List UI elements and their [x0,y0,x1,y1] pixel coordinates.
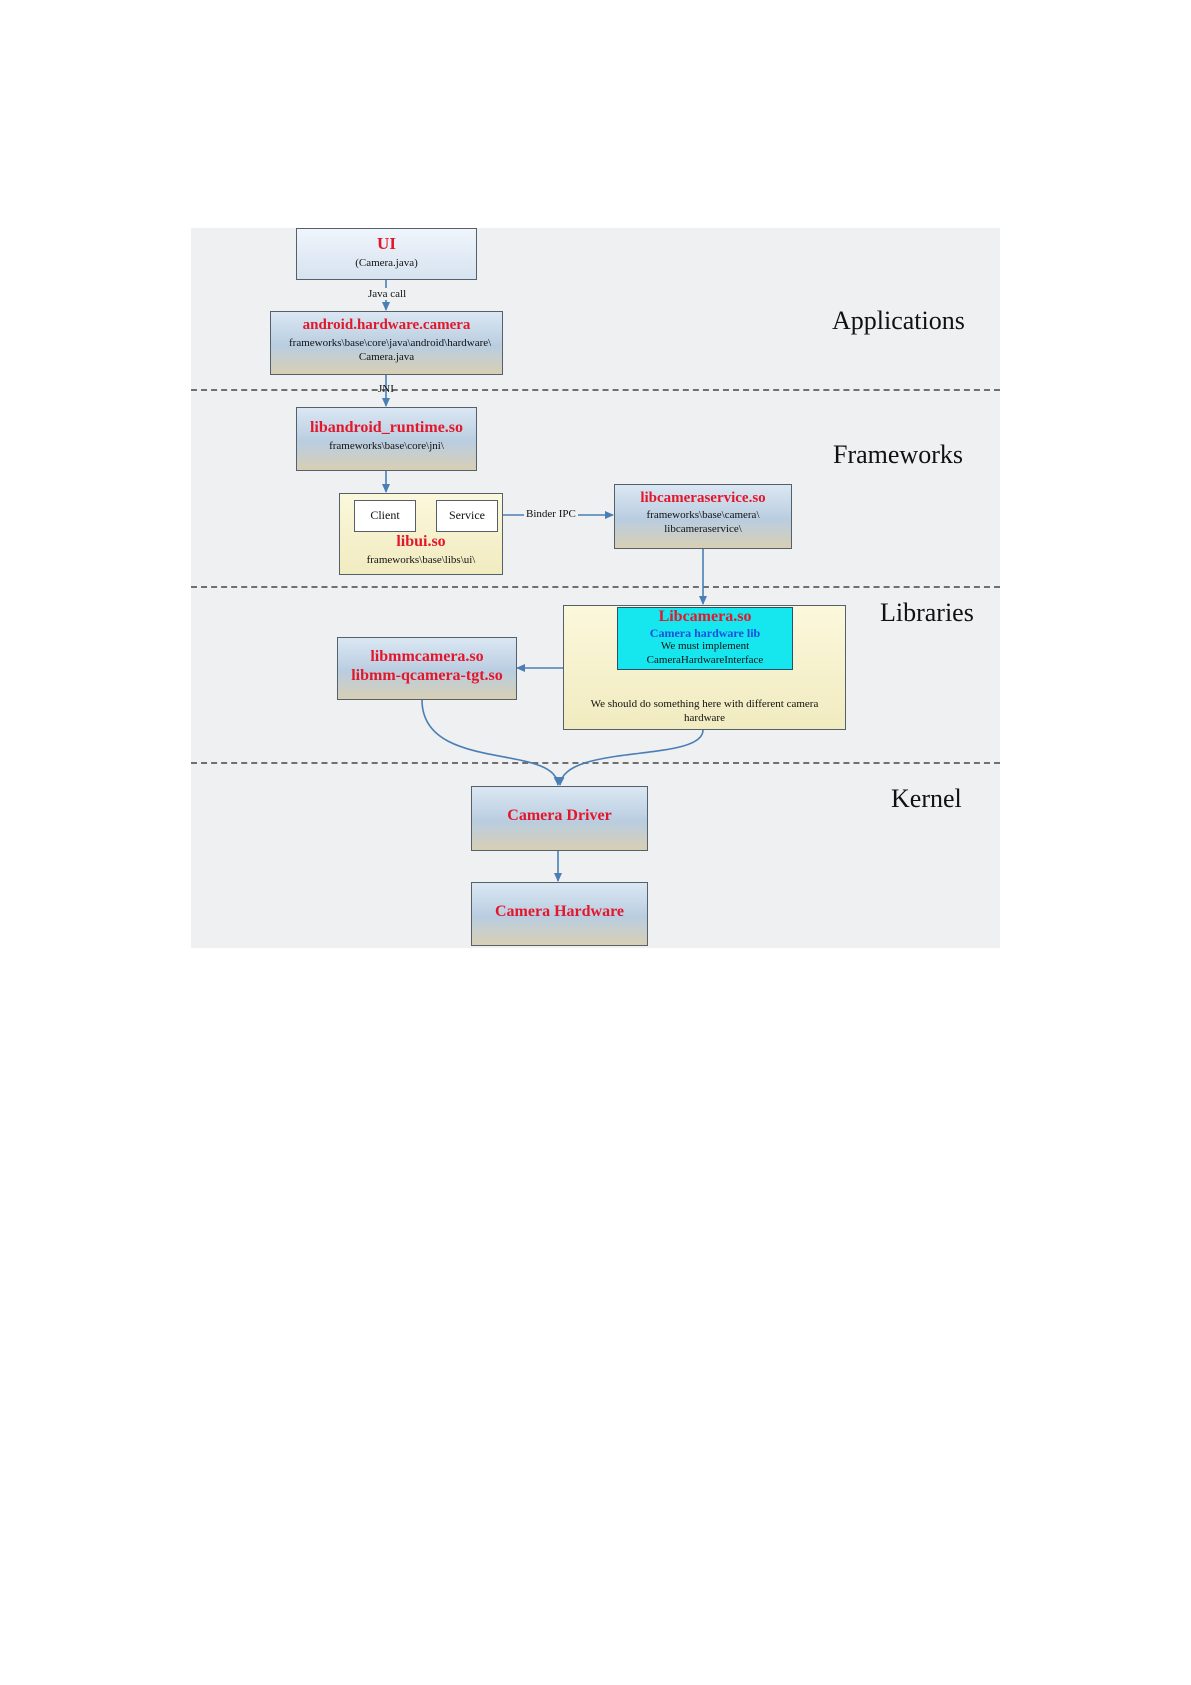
node-camera-hardware: Camera Hardware [471,882,648,946]
divider-apps-frameworks [191,389,1000,391]
arrow-libcamera-to-driver [556,729,704,786]
node-camera-driver-title: Camera Driver [507,807,612,824]
node-libcameraservice-title: libcameraservice.so [640,490,766,506]
node-camera-driver: Camera Driver [471,786,648,851]
layer-label-frameworks: Frameworks [833,440,963,469]
node-libmmcamera-line1: libmmcamera.so [370,648,484,665]
layer-label-applications: Applications [832,306,965,335]
node-libandroid-runtime-title: libandroid_runtime.so [309,419,464,436]
node-libandroid-runtime-sub: frameworks\base\core\jni\ [329,439,444,452]
edge-label-binder-ipc: Binder IPC [524,508,578,520]
libui-service-label: Service [449,508,485,522]
node-ui-title: UI [377,234,396,253]
node-libui: Client Service libui.so frameworks\base\… [339,493,503,575]
node-android-hardware-camera: android.hardware.camera frameworks\base\… [270,311,503,375]
node-libcamera-sub1: We must implement [660,640,750,653]
node-libcamera-sub2: CameraHardwareInterface [646,653,764,666]
node-libcameraservice-sub1: frameworks\base\camera\ [646,508,760,521]
libui-service-box: Service [436,500,498,532]
layer-label-kernel: Kernel [891,784,962,813]
node-ui: UI (Camera.java) [296,228,477,280]
arrow-libmmcamera-to-driver [421,699,562,786]
node-libcamera-sub-blue: Camera hardware lib [649,625,761,640]
node-ui-sub: (Camera.java) [355,256,418,269]
node-libcamera: Libcamera.so Camera hardware lib We must… [617,607,793,670]
node-libcameraservice-sub2: libcameraservice\ [664,522,742,535]
libui-client-label: Client [370,508,400,522]
node-libcamera-note: We should do something here with differe… [590,698,819,724]
node-libcameraservice: libcameraservice.so frameworks\base\came… [614,484,792,549]
divider-frameworks-libraries [191,586,1000,588]
node-camera-hardware-title: Camera Hardware [495,903,624,920]
node-libui-sub: frameworks\base\libs\ui\ [366,554,476,566]
node-libui-title: libui.so [396,533,446,550]
node-libcamera-title: Libcamera.so [658,608,752,625]
node-libcamera-container: Libcamera.so Camera hardware lib We must… [563,605,846,730]
camera-architecture-diagram: Applications Frameworks Libraries Kernel… [191,228,1000,948]
node-android-hardware-camera-sub: frameworks\base\core\java\android\hardwa… [289,336,492,363]
node-android-hardware-camera-title: android.hardware.camera [302,317,471,333]
edge-label-java-call: Java call [366,288,409,300]
layer-label-libraries: Libraries [880,598,974,627]
edge-label-jni: JNI [378,383,394,395]
node-libandroid-runtime: libandroid_runtime.so frameworks\base\co… [296,407,477,471]
node-libmmcamera: libmmcamera.so libmm-qcamera-tgt.so [337,637,517,700]
divider-libraries-kernel [191,762,1000,764]
libui-client-box: Client [354,500,416,532]
node-libmmcamera-line2: libmm-qcamera-tgt.so [351,666,503,684]
